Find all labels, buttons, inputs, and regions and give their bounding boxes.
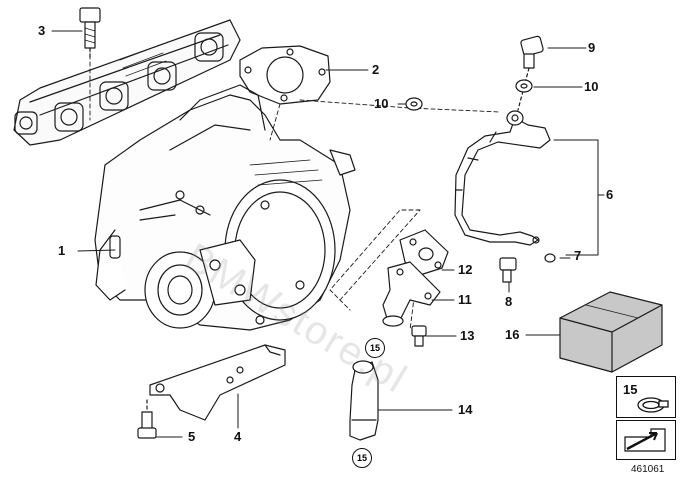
callout-2: 2	[372, 62, 380, 77]
diagram-id: 461061	[631, 464, 665, 475]
callout-9: 9	[588, 40, 596, 55]
hose-clamp-icon	[637, 397, 669, 413]
arrow-icon	[624, 428, 666, 452]
turbocharger	[94, 84, 356, 331]
callout-8: 8	[505, 294, 513, 309]
callout-10-left: 10	[374, 96, 389, 111]
box-16	[559, 291, 663, 373]
callout-16: 16	[505, 327, 520, 342]
callout-12: 12	[458, 262, 473, 277]
legend-clamp-label: 15	[623, 382, 638, 397]
callout-14: 14	[458, 402, 473, 417]
bolt-5	[137, 399, 157, 439]
legend-clamp-box: 15	[616, 376, 676, 418]
circled-callout-15-bottom: 15	[352, 448, 372, 468]
alignment-lines	[89, 47, 501, 331]
oil-pipe-6	[454, 110, 551, 246]
legend-arrow-box	[616, 420, 676, 460]
exhaust-manifold	[13, 19, 241, 146]
washer-10-right	[515, 79, 533, 93]
callout-13: 13	[460, 328, 475, 343]
callout-5: 5	[188, 429, 196, 444]
callout-7: 7	[574, 248, 582, 263]
callout-11: 11	[458, 292, 472, 307]
oil-return-flange-11	[382, 261, 441, 327]
callout-1: 1	[58, 243, 66, 258]
callout-6: 6	[606, 187, 614, 202]
washer-10-left	[405, 97, 423, 111]
circled-callout-15-top: 15	[365, 338, 385, 358]
gasket-2	[239, 45, 331, 105]
callout-4: 4	[234, 429, 242, 444]
leader-lines	[51, 30, 605, 438]
bracket-4	[149, 344, 286, 421]
callout-10-right: 10	[584, 79, 599, 94]
hose-14	[349, 360, 379, 441]
callout-3: 3	[38, 23, 46, 38]
bolt-13	[411, 325, 427, 347]
bolt-9	[517, 35, 544, 111]
seal-7	[544, 253, 556, 263]
bolt-8	[499, 257, 517, 283]
